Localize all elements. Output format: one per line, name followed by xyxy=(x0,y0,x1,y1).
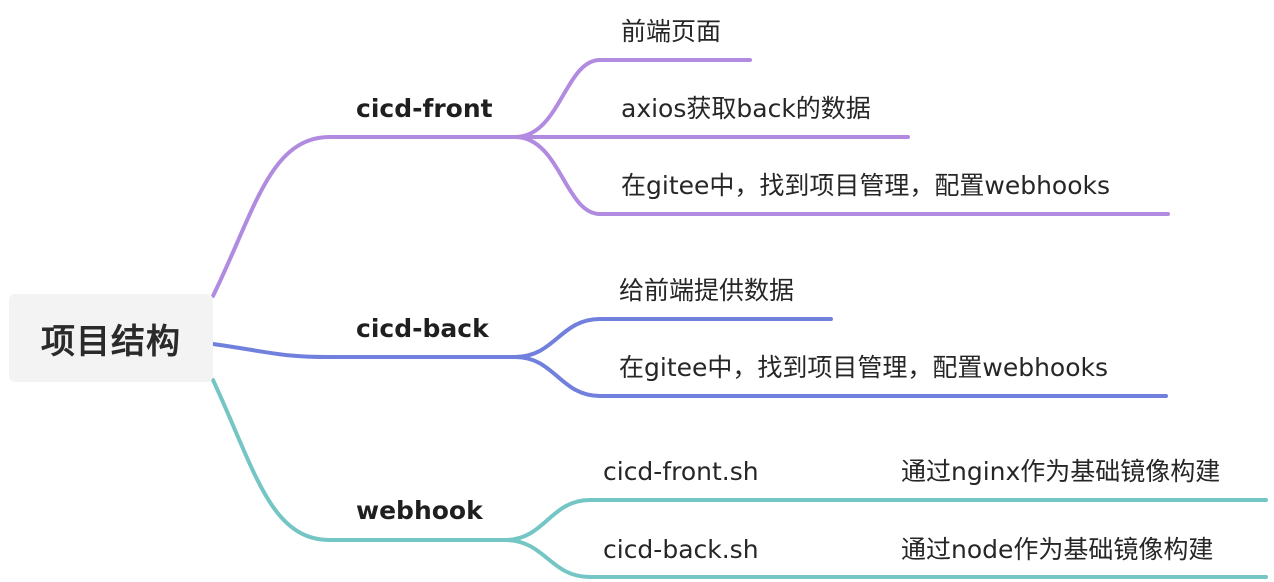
subtopic-front-sh-note[interactable]: 通过nginx作为基础镜像构建 xyxy=(901,457,1221,486)
subtopic-front-sh[interactable]: cicd-front.sh xyxy=(603,457,759,486)
branch-line-front-webhooks xyxy=(513,135,1170,216)
subtopic-back-webhooks[interactable]: 在gitee中，找到项目管理，配置webhooks xyxy=(619,353,1109,382)
topic-cicd-front[interactable]: cicd-front xyxy=(356,94,493,123)
topic-cicd-back[interactable]: cicd-back xyxy=(356,314,489,343)
root-topic[interactable]: 项目结构 xyxy=(9,294,213,382)
branch-line-provide-data xyxy=(513,317,833,359)
subtopic-front-webhooks[interactable]: 在gitee中，找到项目管理，配置webhooks xyxy=(621,171,1111,200)
topic-webhook[interactable]: webhook xyxy=(356,496,483,525)
branch-line-back-webhooks xyxy=(513,355,1168,398)
subtopic-back-sh-note[interactable]: 通过node作为基础镜像构建 xyxy=(901,535,1214,564)
subtopic-back-sh[interactable]: cicd-back.sh xyxy=(603,535,759,564)
subtopic-axios-fetch[interactable]: axios获取back的数据 xyxy=(621,94,871,123)
branch-line-webhook xyxy=(211,378,507,542)
subtopic-provide-data[interactable]: 给前端提供数据 xyxy=(619,276,795,305)
branch-line-front-pages xyxy=(513,58,752,139)
subtopic-front-pages[interactable]: 前端页面 xyxy=(621,17,722,46)
branch-line-front-sh xyxy=(503,498,1268,542)
branch-line-back-sh xyxy=(503,538,1268,579)
branch-line-cicd-front xyxy=(211,135,517,298)
branch-line-cicd-back xyxy=(211,342,517,359)
